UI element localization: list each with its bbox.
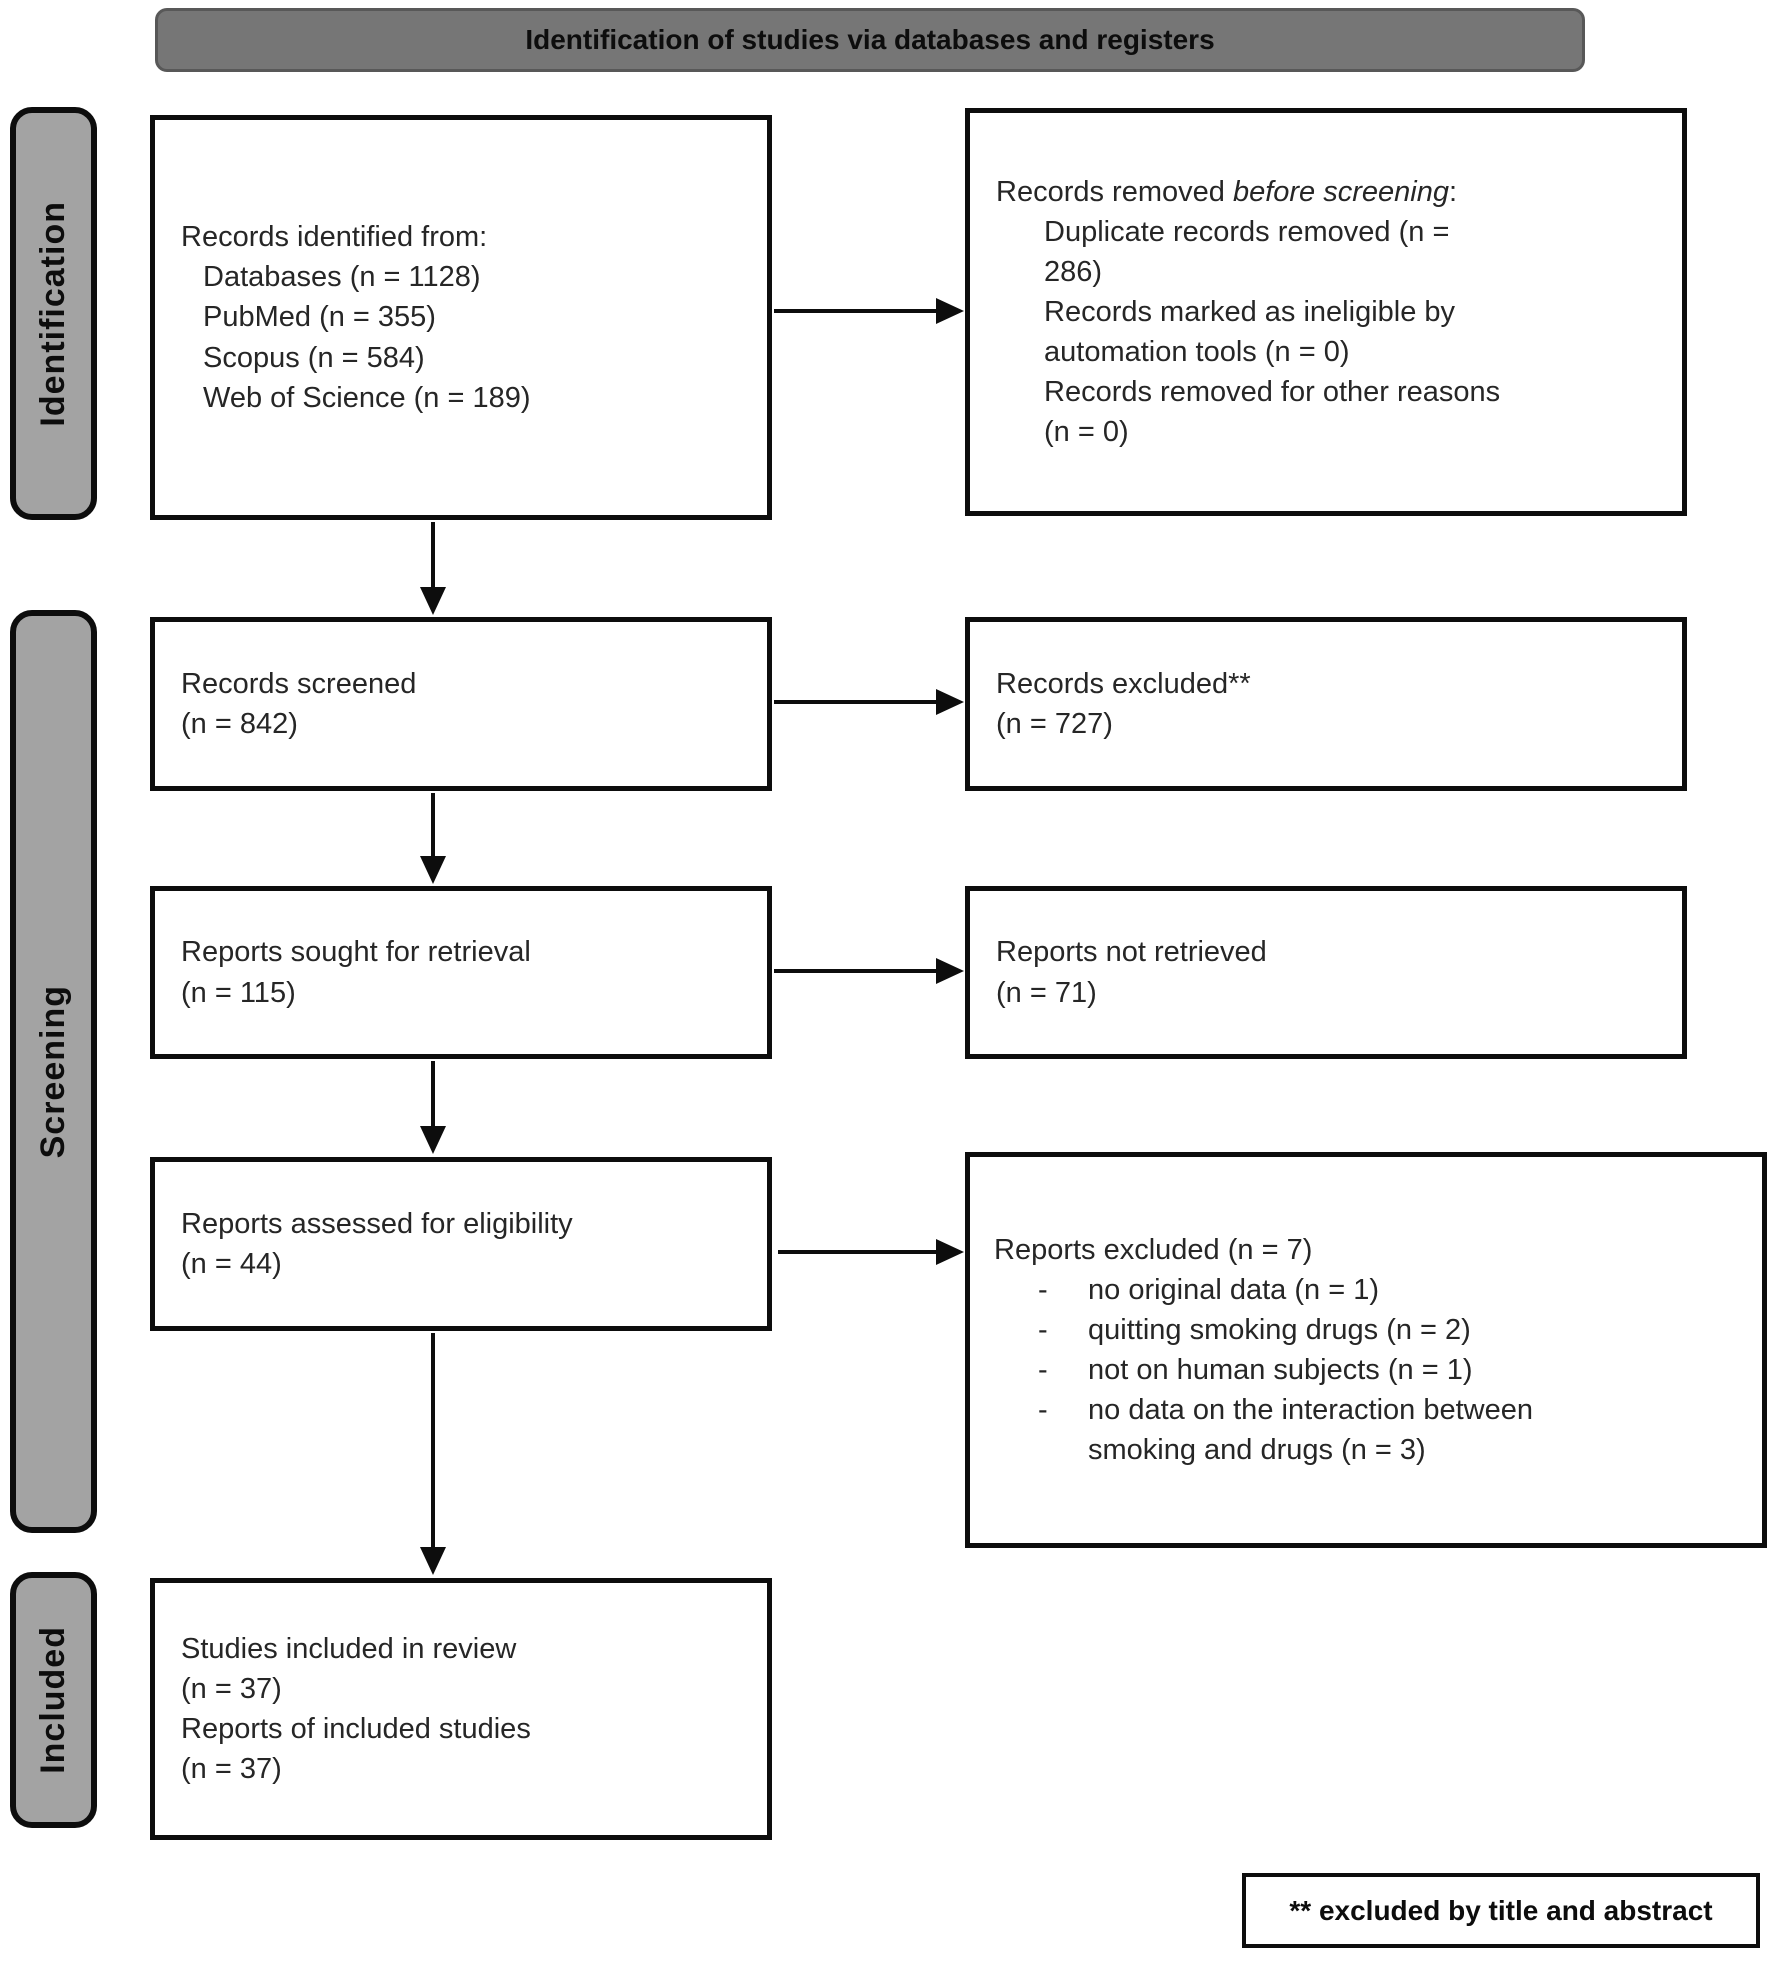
reports-not-retrieved-line1: Reports not retrieved [996,936,1267,969]
arrow-sought-to-assessed-head [420,1126,446,1154]
records-removed-intro-suffix: : [1448,175,1458,208]
box-records-excluded: Records excluded** (n = 727) [965,617,1687,791]
records-identified-item-scopus: Scopus (n = 584) [203,341,425,374]
arrow-sought-to-assessed-line [431,1061,435,1127]
stage-bar-screening: Screening [10,610,97,1533]
records-removed-intro: Records removed before screening: [996,172,1544,212]
records-excluded-line1: Records excluded** [996,667,1251,700]
diagram-title-banner: Identification of studies via databases … [155,8,1585,72]
records-screened-line2: (n = 842) [181,708,298,740]
box-reports-sought: Reports sought for retrieval (n = 115) [150,886,772,1059]
arrow-screened-to-sought-head [420,856,446,884]
reports-not-retrieved-line2: (n = 71) [996,976,1097,1009]
arrow-screened-to-sought-line [431,793,435,857]
records-removed-intro-italic: before screening [1232,175,1449,208]
records-identified-item-pubmed: PubMed (n = 355) [203,301,436,334]
arrow-identified-to-screened-head [420,587,446,615]
records-removed-item-other: Records removed for other reasons (n = 0… [1044,376,1501,449]
box-reports-assessed: Reports assessed for eligibility (n = 44… [150,1157,772,1331]
box-records-screened: Records screened (n = 842) [150,617,772,791]
box-records-identified: Records identified from: Databases (n = … [150,115,772,520]
reports-sought-line2: (n = 115) [181,976,296,1009]
reports-excluded-item-not-human: - not on human subjects (n = 1) [970,1350,1762,1390]
bullet-dash: - [1038,1313,1048,1346]
arrow-assessed-to-included-line [431,1333,435,1549]
box-records-removed: Records removed before screening: Duplic… [965,108,1687,516]
reports-excluded-item-no-original-data: - no original data (n = 1) [970,1270,1762,1310]
records-removed-intro-prefix: Records removed [996,175,1233,208]
stage-bar-included: Included [10,1572,97,1828]
studies-included-line1: Studies included in review [181,1632,517,1665]
arrow-sought-to-not-retrieved-line [774,969,936,973]
arrow-assessed-to-excluded-head [936,1239,964,1265]
reports-excluded-item-quitting-drugs: - quitting smoking drugs (n = 2) [970,1310,1762,1350]
stage-label-included: Included [34,1626,72,1774]
reports-excluded-intro: Reports excluded (n = 7) [994,1233,1313,1266]
bullet-dash: - [1038,1394,1048,1427]
stage-bar-identification: Identification [10,107,97,520]
bullet-dash: - [1038,1273,1048,1306]
arrow-assessed-to-included-head [420,1547,446,1575]
reports-excluded-item-no-interaction-data: - no data on the interaction between smo… [970,1390,1762,1470]
diagram-title: Identification of studies via databases … [525,24,1215,55]
records-removed-item-duplicates: Duplicate records removed (n = 286) [1044,215,1450,288]
arrow-screened-to-excluded-line [774,700,936,704]
reports-assessed-line1: Reports assessed for eligibility [181,1207,573,1240]
records-identified-item-databases: Databases (n = 1128) [203,261,481,294]
stage-label-screening: Screening [34,984,72,1159]
arrow-sought-to-not-retrieved-head [936,958,964,984]
box-studies-included: Studies included in review (n = 37) Repo… [150,1578,772,1840]
studies-included-line4: (n = 37) [181,1753,282,1786]
reports-sought-line1: Reports sought for retrieval [181,936,531,969]
studies-included-line2: (n = 37) [181,1672,282,1705]
box-reports-not-retrieved: Reports not retrieved (n = 71) [965,886,1687,1059]
arrow-identified-to-removed-line [774,309,936,313]
bullet-dash: - [1038,1354,1048,1386]
footnote-box: ** excluded by title and abstract [1242,1873,1760,1948]
records-excluded-line2: (n = 727) [996,708,1113,740]
footnote-text: ** excluded by title and abstract [1289,1894,1713,1926]
arrow-identified-to-removed-head [936,298,964,324]
studies-included-line3: Reports of included studies [181,1713,531,1745]
box-reports-excluded: Reports excluded (n = 7) - no original d… [965,1152,1767,1548]
arrow-assessed-to-excluded-line [778,1250,936,1254]
arrow-screened-to-excluded-head [936,689,964,715]
records-identified-item-wos: Web of Science (n = 189) [203,381,531,414]
records-screened-line1: Records screened [181,667,417,700]
stage-label-identification: Identification [34,200,72,427]
records-removed-item-automation: Records marked as ineligible by automati… [1044,295,1456,368]
reports-assessed-line2: (n = 44) [181,1248,282,1280]
records-removed-content: Records removed before screening: Duplic… [970,172,1556,452]
records-identified-intro: Records identified from: [181,221,488,254]
arrow-identified-to-screened-line [431,522,435,589]
